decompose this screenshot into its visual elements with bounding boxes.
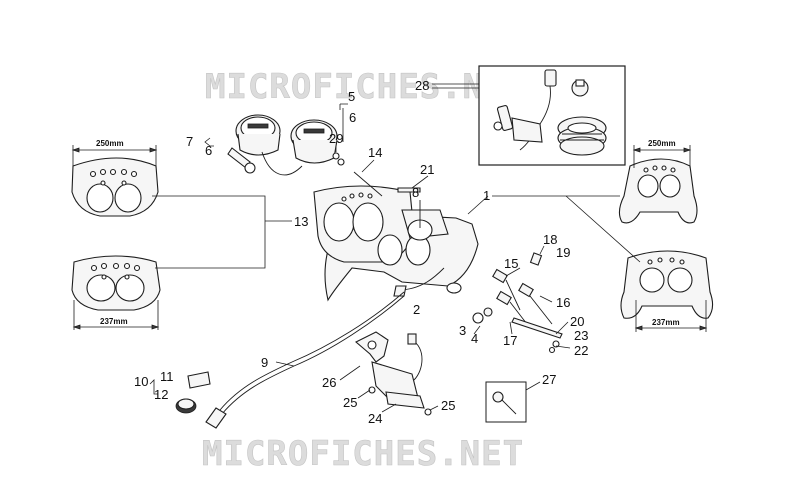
callout-18: 18 (543, 232, 557, 247)
callout-23: 23 (574, 328, 588, 343)
speedometer-part (235, 114, 303, 176)
callout-25-left: 25 (343, 395, 357, 410)
left-fairing-bottom (71, 255, 161, 311)
tachometer-part (290, 119, 338, 164)
key-27 (492, 391, 517, 415)
dim-label-left-bottom: 237mm (100, 317, 128, 326)
callout-9: 9 (261, 355, 268, 370)
dim-label-left-top: 250mm (96, 139, 124, 148)
speedo-drive-parts (175, 371, 211, 414)
callout-line-28 (432, 83, 479, 89)
light-bulb-6 (227, 147, 256, 174)
callout-28: 28 (415, 78, 429, 93)
callout-6-right: 6 (349, 110, 356, 125)
callout-line-13 (152, 195, 292, 269)
switch-assembly-right (472, 252, 563, 354)
callout-4: 4 (471, 331, 478, 346)
sensor-bracket-24 (355, 331, 432, 416)
callout-1: 1 (483, 188, 490, 203)
callout-line-5 (339, 103, 348, 142)
ignition-switch-part (493, 69, 607, 156)
watermark-top: MICROFICHES.NET (205, 67, 527, 107)
right-fairing-top (618, 158, 698, 224)
right-fairing-bottom (620, 250, 714, 319)
callout-7: 7 (186, 134, 193, 149)
callout-21: 21 (420, 162, 434, 177)
callout-3: 3 (459, 323, 466, 338)
callout-6-left: 6 (205, 143, 212, 158)
callout-line-1 (492, 195, 641, 263)
callout-25-right: 25 (441, 398, 455, 413)
callout-16: 16 (556, 295, 570, 310)
watermark-bottom: MICROFICHES.NET (202, 434, 524, 474)
key-27-frame (485, 381, 527, 423)
dim-line-left-bottom (73, 300, 159, 330)
dim-line-right-bottom (635, 300, 707, 332)
instrument-panel-1 (313, 185, 479, 302)
callout-10: 10 (134, 374, 148, 389)
callout-19: 19 (556, 245, 570, 260)
callout-14: 14 (368, 145, 382, 160)
callout-26: 26 (322, 375, 336, 390)
callout-bracket-7 (204, 137, 214, 147)
callout-17: 17 (503, 333, 517, 348)
callout-24: 24 (368, 411, 382, 426)
callout-11: 11 (160, 369, 174, 384)
callout-13: 13 (294, 214, 308, 229)
bulb-29 (332, 152, 340, 160)
callout-12: 12 (154, 387, 168, 402)
dim-label-right-bottom: 237mm (652, 318, 680, 327)
left-fairing-top (71, 157, 159, 217)
callout-27: 27 (542, 372, 556, 387)
dim-line-left-top (72, 145, 157, 168)
dim-label-right-top: 250mm (648, 139, 676, 148)
callout-15: 15 (504, 256, 518, 271)
callout-20: 20 (570, 314, 584, 329)
callout-8: 8 (412, 185, 419, 200)
callout-5: 5 (348, 89, 355, 104)
callout-22: 22 (574, 343, 588, 358)
screw-14 (353, 171, 383, 197)
speedo-cable-9 (219, 291, 405, 411)
callout-2: 2 (413, 302, 420, 317)
callout-29: 29 (329, 131, 343, 146)
dim-line-right-top (633, 145, 691, 168)
